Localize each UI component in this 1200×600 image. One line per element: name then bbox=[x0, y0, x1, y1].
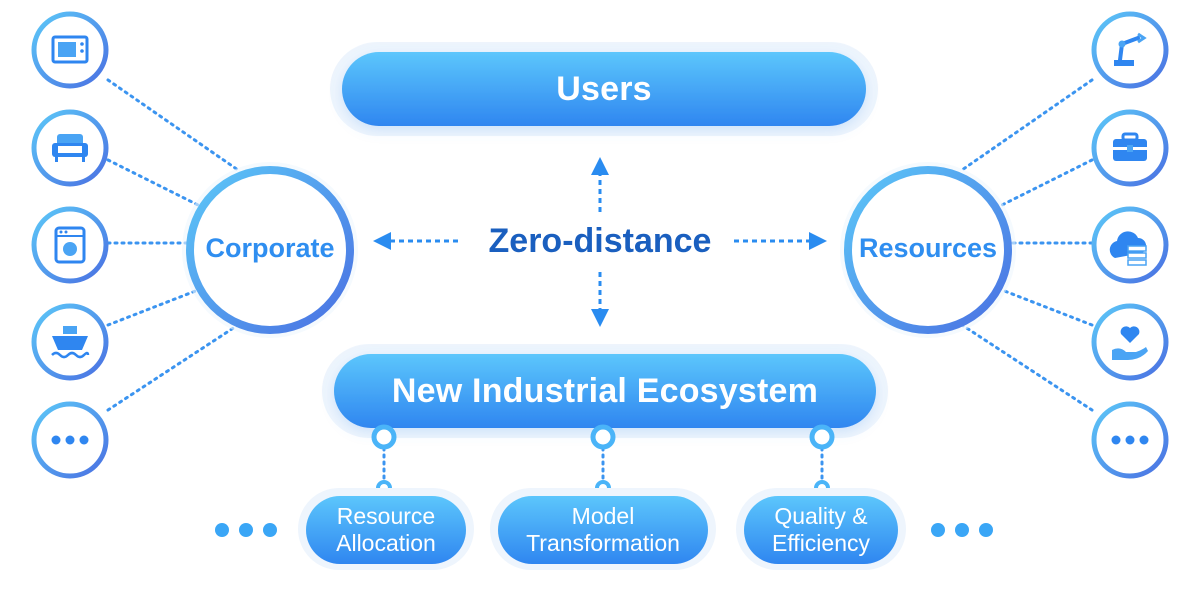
users-pill bbox=[330, 42, 878, 136]
more-dots-right bbox=[931, 523, 993, 537]
center-arrows bbox=[373, 157, 827, 327]
left-connectors bbox=[106, 78, 240, 412]
ecosystem-pill bbox=[322, 344, 888, 438]
heart-hand-icon bbox=[1091, 303, 1169, 381]
more-dots-icon bbox=[31, 401, 109, 479]
briefcase-icon bbox=[1091, 109, 1169, 187]
cloud-server-icon bbox=[1091, 206, 1169, 284]
sub-node-model-transformation: Model Transformation bbox=[498, 496, 708, 564]
sub-node-line1: Model bbox=[571, 503, 635, 529]
sub-node-pills bbox=[298, 488, 906, 570]
sub-node-quality-efficiency: Quality & Efficiency bbox=[744, 496, 898, 564]
robot-arm-icon bbox=[1091, 11, 1169, 89]
right-hub bbox=[840, 162, 1016, 338]
more-dots-left bbox=[215, 523, 277, 537]
sub-node-line2: Allocation bbox=[336, 530, 436, 556]
sub-node-line2: Efficiency bbox=[771, 530, 870, 556]
sofa-icon bbox=[31, 109, 109, 187]
more-dots-icon bbox=[1091, 401, 1169, 479]
sub-node-line2: Transformation bbox=[526, 530, 680, 556]
users-label: Users bbox=[556, 69, 652, 108]
resources-label: Resources bbox=[858, 232, 998, 263]
zero-distance-label: Zero-distance bbox=[488, 221, 712, 260]
ship-icon bbox=[31, 303, 109, 381]
ecosystem-label: New Industrial Ecosystem bbox=[391, 371, 819, 410]
tv-icon bbox=[31, 11, 109, 89]
left-icon-column bbox=[31, 11, 109, 479]
sub-node-line1: Quality & bbox=[774, 503, 868, 529]
left-hub bbox=[182, 162, 358, 338]
sub-node-line1: Resource bbox=[336, 503, 436, 529]
right-icon-column bbox=[1091, 11, 1169, 479]
corporate-label: Corporate bbox=[205, 232, 335, 263]
washing-machine-icon bbox=[31, 206, 109, 284]
sub-node-resource-allocation: Resource Allocation bbox=[306, 496, 466, 564]
right-connectors bbox=[960, 78, 1094, 412]
